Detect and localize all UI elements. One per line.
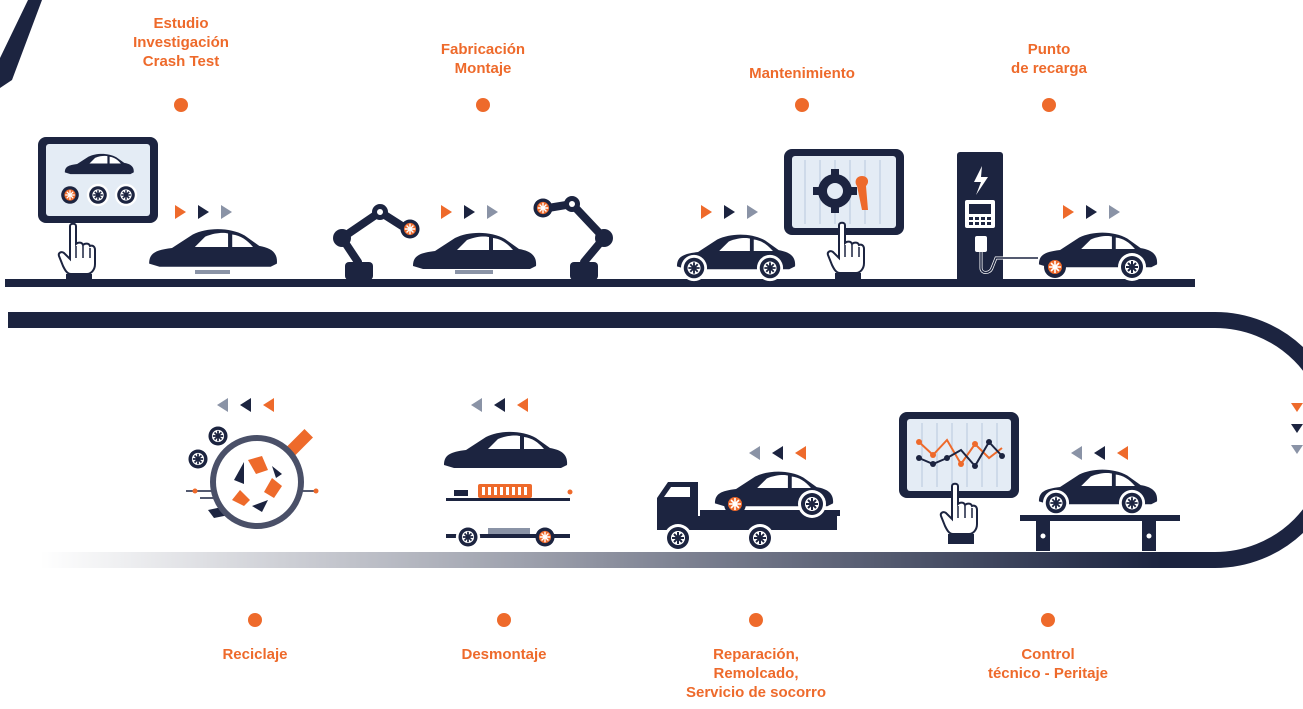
stage-label-line: de recarga: [1011, 60, 1087, 77]
disassembly-icon: [444, 431, 573, 550]
left-robot-arm: [333, 204, 421, 280]
stage-marker-recarga: [1042, 98, 1056, 112]
stage-label-line: Control: [1021, 646, 1075, 663]
stage-marker-fabricacion: [476, 98, 490, 112]
stage-label-line: Crash Test: [142, 53, 220, 70]
stage-label-mantenimiento: Mantenimiento: [692, 64, 912, 83]
robot-arms-car-icon: [333, 196, 613, 280]
stage-label-line: Fabricación: [440, 41, 526, 58]
stage-marker-mantenimiento: [795, 98, 809, 112]
stage-marker-estudio: [174, 98, 188, 112]
tablet-touch-car-icon: [38, 137, 277, 284]
flow-arrows-4: [1063, 205, 1120, 219]
right-robot-arm: [532, 196, 613, 280]
stage-label-line: técnico - Peritaje: [987, 665, 1109, 682]
charging-station-icon: [957, 152, 1158, 286]
flow-arrows-6: [471, 398, 528, 412]
flow-arrows-1: [175, 205, 232, 219]
stage-label-line: Desmontaje: [461, 646, 547, 663]
tablet-gear-wrench-icon: [676, 149, 904, 283]
bottom-fade-line: [40, 552, 1165, 568]
stage-label-line: Estudio: [153, 15, 209, 32]
stage-label-reciclaje: Reciclaje: [145, 645, 365, 664]
lifecycle-track: [0, 0, 1303, 568]
top-ground-line: [5, 279, 1195, 287]
stage-label-line: Reparación,: [713, 646, 799, 663]
stage-marker-reciclaje: [248, 613, 262, 627]
flow-arrows-7: [749, 446, 806, 460]
down-arrows: [1291, 403, 1303, 454]
stage-label-line: Montaje: [454, 60, 512, 77]
recycle-icon: [185, 423, 319, 529]
stage-label-estudio: Estudio Investigación Crash Test: [71, 14, 291, 71]
stage-label-line: Servicio de socorro: [685, 684, 827, 701]
flow-arrows-5: [217, 398, 274, 412]
corner-slash: [0, 0, 42, 88]
stage-label-line: Investigación: [133, 34, 229, 51]
flow-arrows-3: [701, 205, 758, 219]
flow-arrows-8: [1071, 446, 1128, 460]
flow-arrows-2: [441, 205, 498, 219]
stage-marker-reparacion: [749, 613, 763, 627]
inspection-lift-icon: [899, 412, 1180, 551]
stage-label-line: Mantenimiento: [749, 65, 855, 82]
stage-marker-control: [1041, 613, 1055, 627]
stage-label-line: Reciclaje: [222, 646, 288, 663]
stage-marker-desmontaje: [497, 613, 511, 627]
stage-label-recarga: Punto de recarga: [939, 40, 1159, 78]
tow-truck-icon: [657, 471, 840, 553]
stage-label-line: Remolcado,: [713, 665, 799, 682]
stage-label-desmontaje: Desmontaje: [394, 645, 614, 664]
stage-label-reparacion: Reparación, Remolcado, Servicio de socor…: [646, 645, 866, 702]
stage-label-fabricacion: Fabricación Montaje: [373, 40, 593, 78]
stage-label-line: Punto: [1027, 41, 1071, 58]
return-u-turn: [8, 312, 1303, 568]
stage-label-control: Control técnico - Peritaje: [938, 645, 1158, 683]
